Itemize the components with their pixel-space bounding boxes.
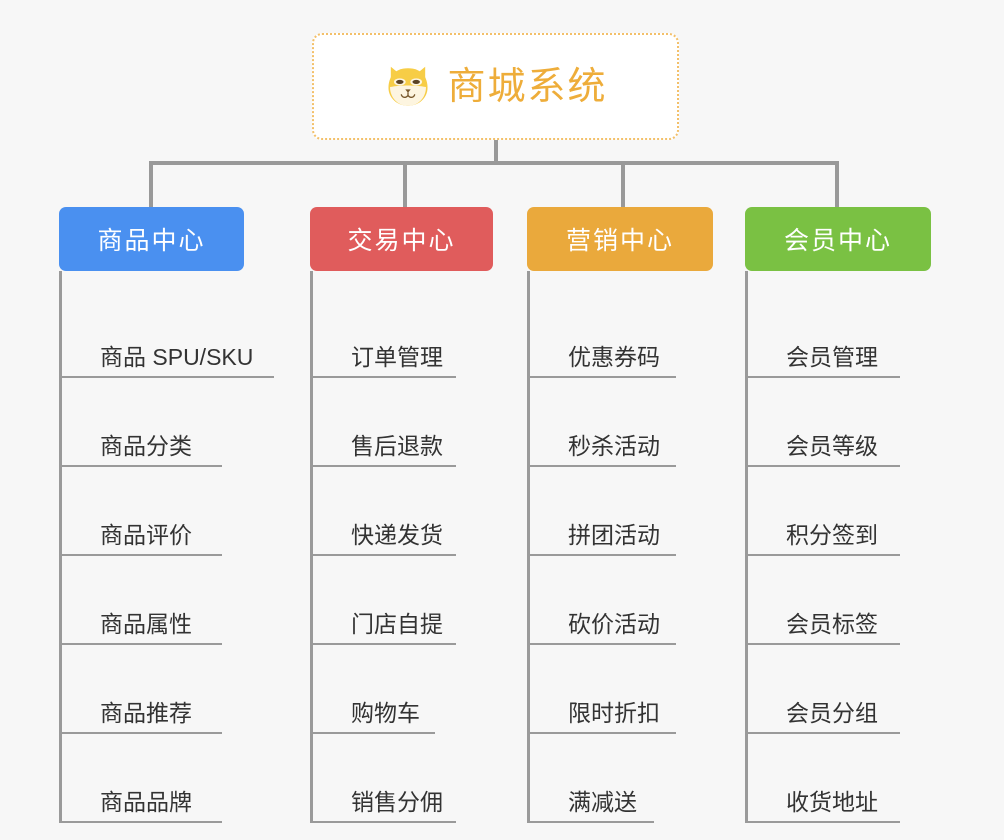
leaf-item[interactable]: 满减送	[530, 734, 654, 823]
leaf-list-4: 会员管理 会员等级 积分签到 会员标签 会员分组 收货地址	[745, 271, 931, 823]
connector-drop-2	[403, 161, 407, 209]
leaf-item[interactable]: 会员标签	[748, 556, 900, 645]
leaf-item[interactable]: 售后退款	[313, 378, 456, 467]
leaf-item[interactable]: 销售分佣	[313, 734, 456, 823]
branch-column-4: 会员中心 会员管理 会员等级 积分签到 会员标签 会员分组 收货地址	[745, 207, 931, 823]
leaf-item-label: 积分签到	[786, 521, 878, 548]
leaf-item-label: 商品推荐	[100, 699, 192, 726]
leaf-list-1: 商品 SPU/SKU 商品分类 商品评价 商品属性 商品推荐 商品品牌	[59, 271, 274, 823]
category-header-3-label: 营销中心	[565, 227, 674, 255]
leaf-item[interactable]: 购物车	[313, 645, 435, 734]
leaf-item-label: 优惠券码	[568, 343, 660, 370]
leaf-item-label: 商品评价	[100, 521, 192, 548]
root-title: 商城系统	[447, 65, 608, 108]
root-node[interactable]: 商城系统	[312, 33, 679, 140]
leaf-item[interactable]: 订单管理	[313, 289, 456, 378]
leaf-item[interactable]: 会员管理	[748, 289, 900, 378]
leaf-item-label: 快递发货	[351, 521, 443, 548]
connector-drop-4	[835, 161, 839, 209]
leaf-item-label: 会员等级	[786, 432, 878, 459]
category-header-2[interactable]: 交易中心	[310, 207, 493, 271]
leaf-item[interactable]: 砍价活动	[530, 556, 676, 645]
branch-column-2: 交易中心 订单管理 售后退款 快递发货 门店自提 购物车 销售分佣	[310, 207, 493, 823]
leaf-item-label: 商品属性	[100, 610, 192, 637]
leaf-item-label: 会员标签	[786, 610, 878, 637]
leaf-item-label: 售后退款	[351, 432, 443, 459]
category-header-4-label: 会员中心	[783, 227, 892, 255]
leaf-item[interactable]: 限时折扣	[530, 645, 676, 734]
leaf-item-label: 商品 SPU/SKU	[100, 343, 254, 370]
leaf-item[interactable]: 商品属性	[62, 556, 222, 645]
leaf-item-label: 满减送	[568, 788, 637, 815]
leaf-item-label: 门店自提	[351, 610, 443, 637]
category-header-1-label: 商品中心	[97, 227, 206, 255]
category-header-2-label: 交易中心	[347, 227, 456, 255]
leaf-item[interactable]: 商品评价	[62, 467, 222, 556]
leaf-item[interactable]: 门店自提	[313, 556, 456, 645]
leaf-item-label: 会员管理	[786, 343, 878, 370]
leaf-item[interactable]: 收货地址	[748, 734, 900, 823]
leaf-item[interactable]: 商品品牌	[62, 734, 222, 823]
leaf-item[interactable]: 积分签到	[748, 467, 900, 556]
shiba-dog-icon	[388, 66, 429, 106]
category-header-1[interactable]: 商品中心	[59, 207, 244, 271]
leaf-item[interactable]: 会员等级	[748, 378, 900, 467]
leaf-item-label: 拼团活动	[568, 521, 660, 548]
leaf-item[interactable]: 快递发货	[313, 467, 456, 556]
connector-root-stem	[494, 140, 498, 164]
leaf-item-label: 购物车	[351, 699, 420, 726]
connector-drop-3	[621, 161, 625, 209]
leaf-item-label: 销售分佣	[351, 788, 443, 815]
connector-drop-1	[149, 161, 153, 209]
leaf-item-label: 砍价活动	[568, 610, 660, 637]
leaf-item[interactable]: 秒杀活动	[530, 378, 676, 467]
leaf-item[interactable]: 商品分类	[62, 378, 222, 467]
leaf-item[interactable]: 商品 SPU/SKU	[62, 289, 274, 378]
leaf-list-3: 优惠券码 秒杀活动 拼团活动 砍价活动 限时折扣 满减送	[527, 271, 713, 823]
category-header-3[interactable]: 营销中心	[527, 207, 713, 271]
leaf-item-label: 秒杀活动	[568, 432, 660, 459]
category-header-4[interactable]: 会员中心	[745, 207, 931, 271]
leaf-item-label: 商品分类	[100, 432, 192, 459]
connector-horizontal-bus	[149, 161, 839, 165]
leaf-item-label: 会员分组	[786, 699, 878, 726]
leaf-item-label: 收货地址	[786, 788, 878, 815]
leaf-item[interactable]: 优惠券码	[530, 289, 676, 378]
leaf-item[interactable]: 商品推荐	[62, 645, 222, 734]
leaf-list-2: 订单管理 售后退款 快递发货 门店自提 购物车 销售分佣	[310, 271, 493, 823]
leaf-item-label: 订单管理	[351, 343, 443, 370]
leaf-item-label: 限时折扣	[568, 699, 660, 726]
leaf-item[interactable]: 拼团活动	[530, 467, 676, 556]
leaf-item-label: 商品品牌	[100, 788, 192, 815]
branch-column-1: 商品中心 商品 SPU/SKU 商品分类 商品评价 商品属性 商品推荐 商品品牌	[59, 207, 274, 823]
leaf-item[interactable]: 会员分组	[748, 645, 900, 734]
branch-column-3: 营销中心 优惠券码 秒杀活动 拼团活动 砍价活动 限时折扣 满减送	[527, 207, 713, 823]
